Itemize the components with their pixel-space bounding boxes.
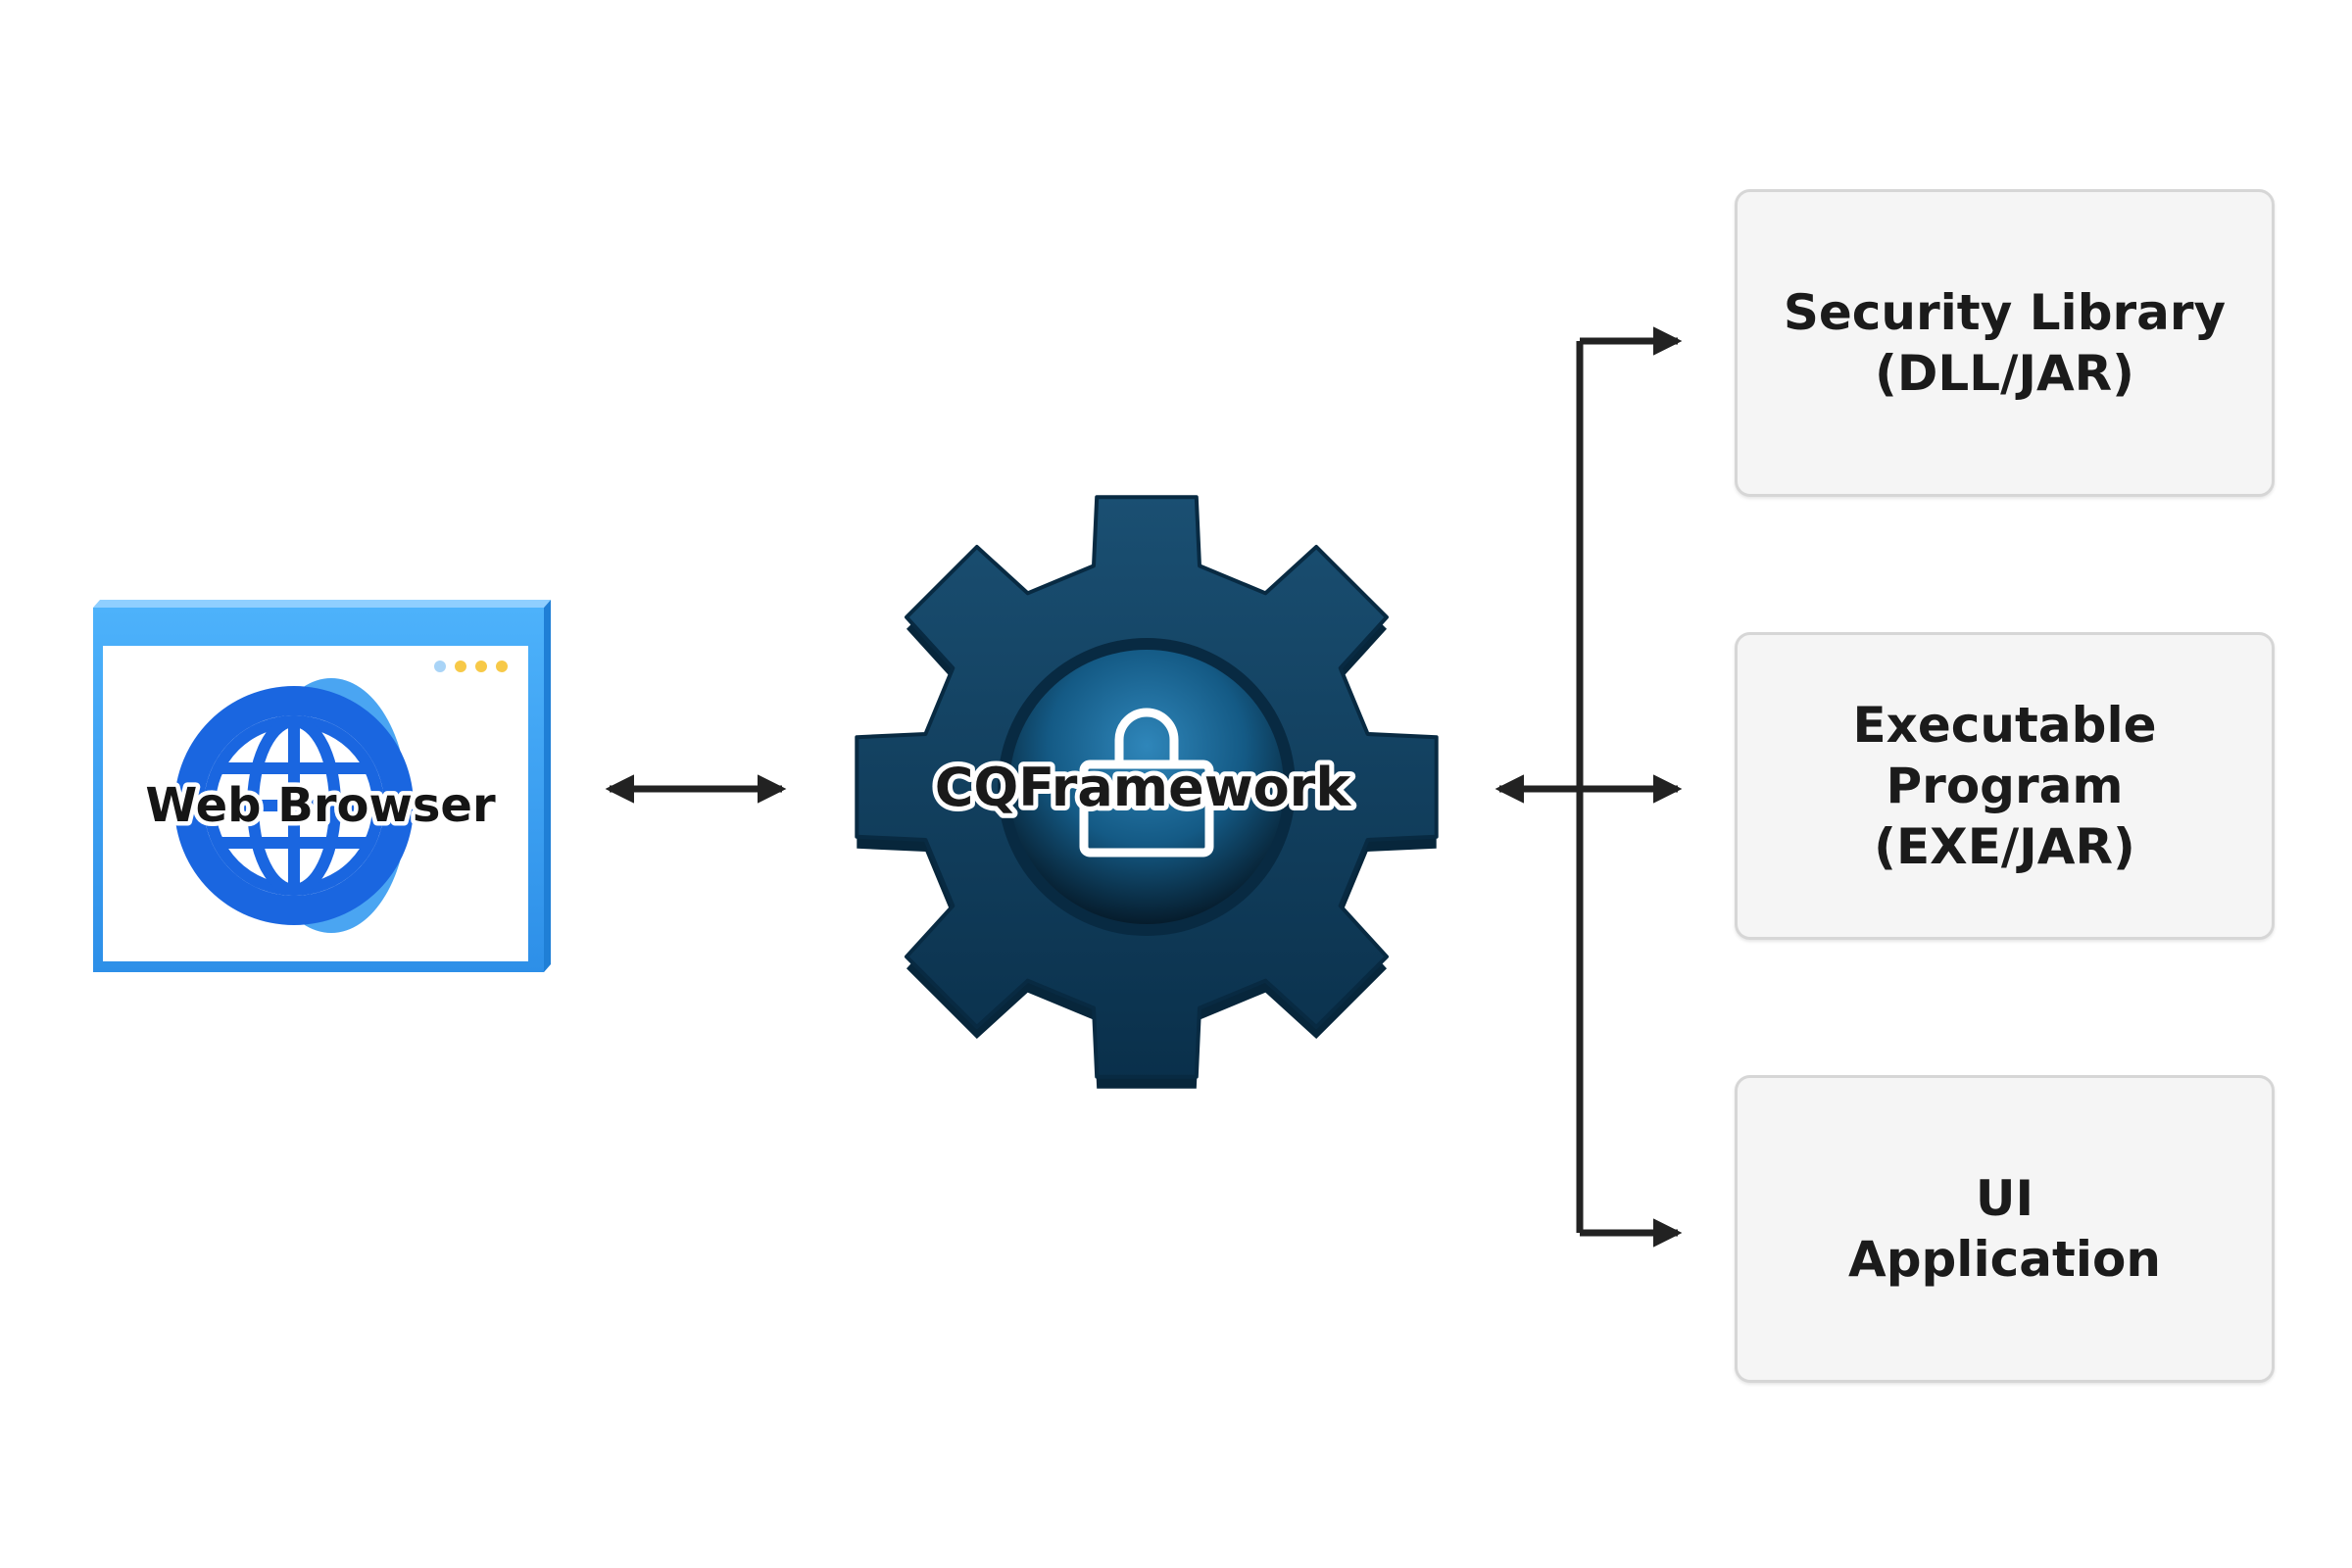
cqframework-node[interactable]: CQFramework	[855, 495, 1439, 1089]
executable-program-box[interactable]: Executable Program (EXE/JAR)	[1735, 632, 2275, 940]
executable-program-line-1: Executable	[1852, 697, 2157, 754]
executable-program-line-3: (EXE/JAR)	[1874, 818, 2135, 875]
ui-application-box[interactable]: UI Application	[1735, 1075, 2275, 1383]
web-browser-label: Web Browser	[145, 778, 496, 833]
globe-icon	[174, 678, 414, 933]
security-library-line-2: (DLL/JAR)	[1875, 345, 2134, 402]
security-library-line-1: Security Library	[1783, 284, 2227, 341]
ui-application-line-1: UI	[1975, 1170, 2034, 1227]
cqframework-label: CQFramework	[935, 757, 1352, 818]
lock-icon	[1079, 708, 1214, 858]
web-browser-node[interactable]: Web Browser	[93, 600, 551, 972]
ui-application-line-2: Application	[1848, 1231, 2161, 1288]
framework-targets-connector	[1494, 326, 1683, 1248]
executable-program-line-2: Program	[1886, 758, 2124, 814]
gear-hub	[1009, 650, 1284, 924]
security-library-box[interactable]: Security Library (DLL/JAR)	[1735, 189, 2275, 497]
